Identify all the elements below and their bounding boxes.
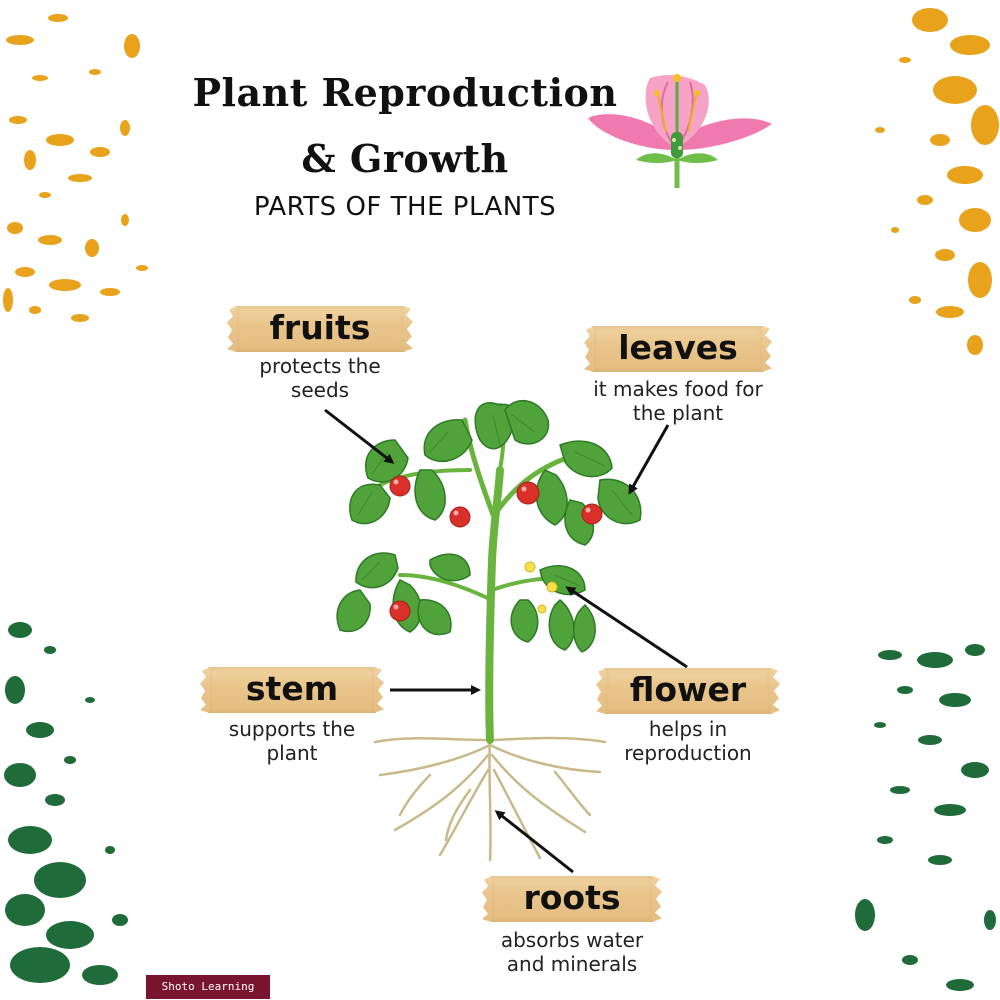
subtitle: PARTS OF THE PLANTS [253,192,557,222]
roots-description-line-2: and minerals [506,952,638,976]
green-splatter-bottom-left [4,622,128,985]
flower-description-line-1: helps in [648,717,728,741]
leaves-description: it makes food for the plant [568,377,788,425]
orange-splatter-top-right [875,8,999,355]
stem-description: supports the plant [192,717,392,765]
title-line-2: & Growth [301,136,509,181]
title-line-1: Plant Reproduction [192,70,618,115]
stem-description-line-1: supports the [228,717,356,741]
flower-description: helps in reproduction [588,717,788,765]
flower-tag: flower [604,668,772,714]
roots [373,733,607,862]
leaves-arrow [628,424,670,495]
roots-arrow [494,810,574,874]
fruits-arrow [324,408,395,464]
fruits-tag: fruits [235,306,405,352]
leaves-description-line-2: the plant [632,401,724,425]
roots-description: absorbs water and minerals [470,928,674,976]
stem-description-line-2: plant [266,741,318,765]
flower-arrow [565,586,688,669]
roots-description-line-1: absorbs water [500,928,644,952]
leaves-description-line-1: it makes food for [593,377,763,401]
stem-tag: stem [208,667,376,713]
fruits-description: protects the seeds [220,354,420,402]
flower-description-line-2: reproduction [624,741,752,765]
roots-tag: roots [490,876,654,922]
tomato-highlights [393,479,591,610]
fruits-description-line-2: seeds [290,378,350,402]
orange-splatter-top-left [3,14,148,322]
fruits-description-line-1: protects the [259,354,381,378]
small-flowers [524,561,558,614]
brand-badge: Shoto Learning [146,975,270,999]
leaves-tag: leaves [592,326,764,372]
green-splatter-bottom-right [855,644,996,991]
